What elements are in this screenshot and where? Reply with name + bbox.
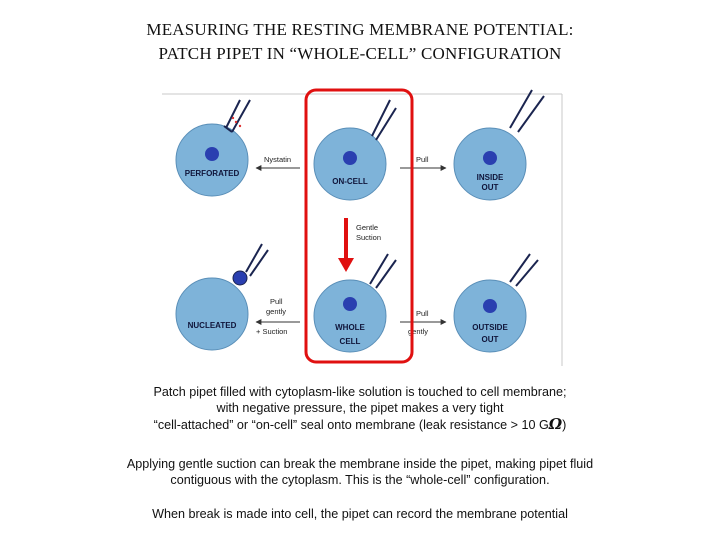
patch-clamp-diagram: PERFORATED ON-CELL INSIDE OUT NUCLEATED … xyxy=(162,88,563,366)
plus-suction-label: + Suction xyxy=(256,327,287,336)
whole-cell-label-2: CELL xyxy=(340,337,361,346)
pull-label-top: Pull xyxy=(416,155,429,164)
pull-gently-label-2: gently xyxy=(266,307,286,316)
p2-line1: Applying gentle suction can break the me… xyxy=(126,457,594,471)
perforated-cell: PERFORATED xyxy=(175,99,251,197)
slide-title-line-2: PATCH PIPET IN “WHOLE-CELL” CONFIGURATIO… xyxy=(158,44,562,63)
red-arrow-head xyxy=(338,258,354,272)
inside-out-cell: INSIDE OUT xyxy=(453,89,545,201)
nucleated-cell: NUCLEATED xyxy=(175,243,269,351)
paragraph-record: When break is made into cell, the pipet … xyxy=(152,507,568,521)
paragraph-whole-cell: Applying gentle suction can break the me… xyxy=(0,456,720,488)
on-cell-cell: ON-CELL xyxy=(313,99,397,201)
outside-out-label-2: OUT xyxy=(482,335,499,344)
perforated-label: PERFORATED xyxy=(185,169,240,178)
p1-line3: “cell-attached” or “on-cell” seal onto m… xyxy=(0,416,720,433)
p1-line3-end: ) xyxy=(562,418,567,432)
pipet-icon xyxy=(509,253,539,287)
pull-gently-label-1: Pull xyxy=(270,297,283,306)
nucleus-icon xyxy=(205,147,219,161)
whole-cell-cell: WHOLE CELL xyxy=(313,253,397,353)
pipet-icon xyxy=(223,99,251,133)
nucleus-icon xyxy=(483,151,497,165)
highlight-box xyxy=(304,88,414,364)
suction-label: Suction xyxy=(356,233,381,242)
paragraph-seal: Patch pipet filled with cytoplasm-like s… xyxy=(0,384,720,433)
p2-line2: contiguous with the cytoplasm. This is t… xyxy=(170,473,550,487)
slide-title-line-1: MEASURING THE RESTING MEMBRANE POTENTIAL… xyxy=(146,20,574,39)
nucleus-icon xyxy=(343,151,357,165)
nucleus-icon xyxy=(483,299,497,313)
pipet-icon xyxy=(371,99,397,141)
p1-line1: Patch pipet filled with cytoplasm-like s… xyxy=(153,385,567,399)
p1-line3-text: “cell-attached” or “on-cell” seal onto m… xyxy=(153,418,549,432)
nystatin-label: Nystatin xyxy=(264,155,291,164)
inside-out-label-1: INSIDE xyxy=(477,173,504,182)
nucleus-icon xyxy=(232,270,248,286)
inside-out-label-2: OUT xyxy=(482,183,499,192)
p1-line2: with negative pressure, the pipet makes … xyxy=(216,401,504,415)
outside-out-label-1: OUTSIDE xyxy=(472,323,508,332)
pull-label-bottom-1: Pull xyxy=(416,309,429,318)
omega-symbol: Ω xyxy=(548,415,563,433)
pipet-icon xyxy=(245,243,269,277)
whole-cell-label-1: WHOLE xyxy=(335,323,365,332)
nucleated-label: NUCLEATED xyxy=(188,321,237,330)
on-cell-label: ON-CELL xyxy=(332,177,368,186)
pipet-icon xyxy=(509,89,545,133)
pull-label-bottom-2: gently xyxy=(408,327,428,336)
gentle-label: Gentle xyxy=(356,223,378,232)
pipet-icon xyxy=(369,253,397,289)
outside-out-cell: OUTSIDE OUT xyxy=(453,253,539,353)
nucleus-icon xyxy=(343,297,357,311)
